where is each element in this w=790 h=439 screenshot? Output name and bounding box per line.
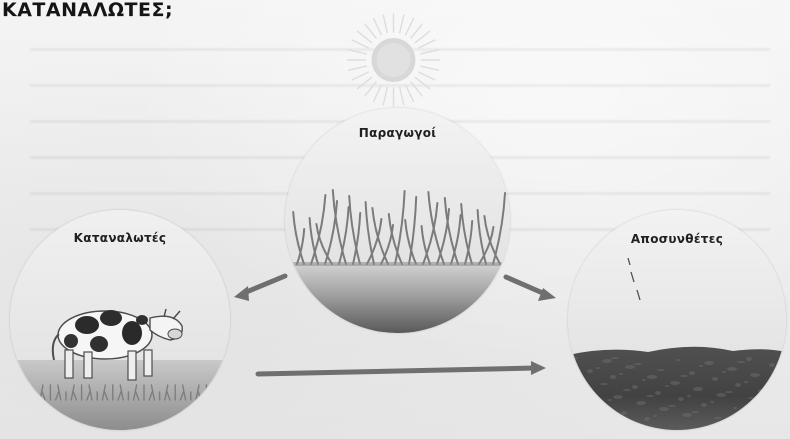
sun-icon: [336, 10, 451, 110]
producers-circle: Παραγωγοί: [285, 108, 510, 333]
decomposers-circle: Αποσυνθέτες: [568, 210, 786, 430]
consumers-circle: Καταναλωτές: [10, 210, 230, 430]
decomposers-label: Αποσυνθέτες: [568, 232, 786, 246]
consumers-label: Καταναλωτές: [10, 231, 230, 245]
producers-label: Παραγωγοί: [285, 126, 510, 140]
grass-icon: [285, 108, 510, 333]
page-heading: ΚΑΤΑΝΑΛΩΤΕΣ;: [2, 0, 173, 20]
